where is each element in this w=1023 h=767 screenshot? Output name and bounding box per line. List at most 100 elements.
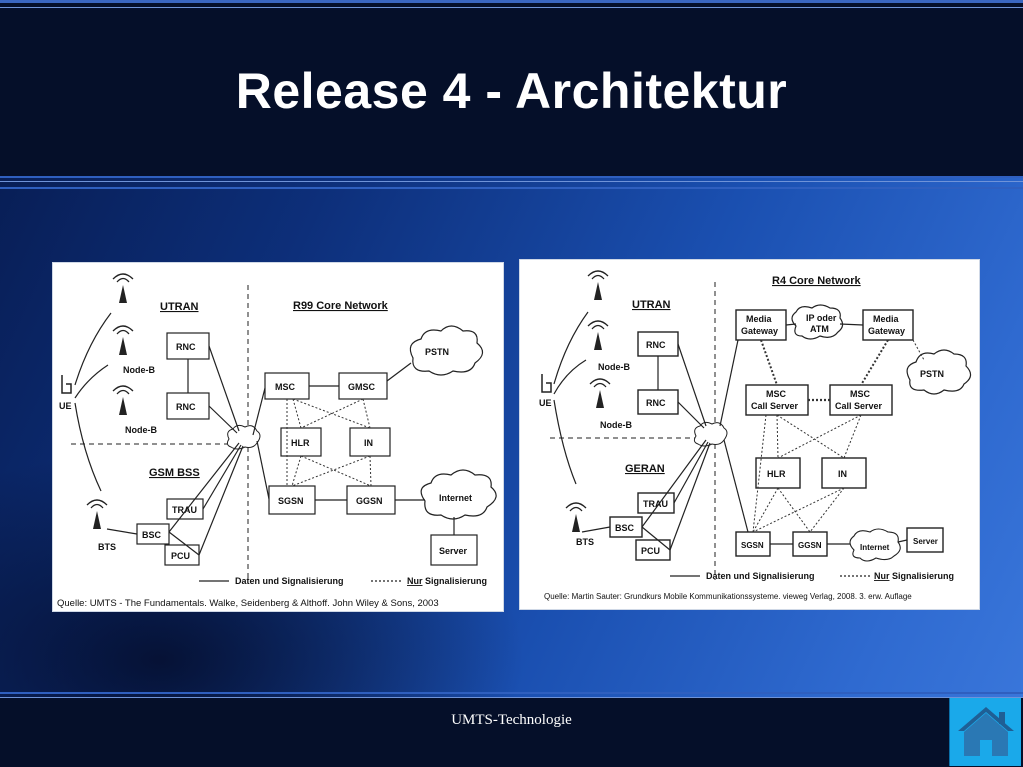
label-media-gateway: Media (746, 314, 773, 324)
divider-line (0, 697, 1023, 698)
label-server: Server (439, 546, 468, 556)
label-node-b: Node-B (600, 420, 632, 430)
phone-icon (541, 374, 552, 393)
label-gmsc: GMSC (348, 382, 376, 392)
label-ip-atm: ATM (810, 324, 829, 334)
label-hlr: HLR (291, 438, 310, 448)
label-internet: Internet (860, 543, 890, 552)
label-in: IN (364, 438, 373, 448)
heading-utran: UTRAN (632, 299, 671, 311)
label-rnc: RNC (176, 342, 196, 352)
heading-gsm-bss: GSM BSS (149, 467, 200, 479)
legend-nur: Nur (874, 571, 890, 581)
heading-utran: UTRAN (160, 301, 199, 313)
node-gmsc (338, 372, 388, 400)
label-sgsn: SGSN (278, 496, 304, 506)
cloud-icon (693, 421, 728, 447)
radio-links (553, 311, 589, 485)
label-bts: BTS (98, 542, 116, 552)
node-rnc (637, 389, 679, 415)
label-ggsn: GGSN (798, 541, 822, 550)
diagram-r99-svg: UTRAN R99 Core Network GSM BSS Node-B N (57, 273, 497, 609)
label-media-gateway: Media (873, 314, 900, 324)
label-media-gateway: Gateway (741, 326, 778, 336)
node-sgsn (268, 485, 316, 515)
home-icon (958, 707, 1014, 756)
legend-nur: Nur (407, 576, 423, 586)
label-trau: TRAU (172, 505, 197, 515)
phone-icon (61, 375, 72, 394)
label-msc: MSC (275, 382, 296, 392)
label-bts: BTS (576, 537, 594, 547)
legend-dotted: Signalisierung (425, 576, 487, 586)
label-pstn: PSTN (425, 347, 449, 357)
antenna-icon (86, 499, 108, 529)
data-links (106, 345, 455, 556)
header-top-line (0, 7, 1023, 8)
divider-line (0, 176, 1023, 178)
data-links (581, 323, 908, 551)
cloud-icon (906, 349, 972, 395)
diagram-r4-svg: UTRAN R4 Core Network GERAN Node-B Node-… (539, 270, 972, 601)
label-media-gateway: Gateway (868, 326, 905, 336)
label-trau: TRAU (643, 499, 668, 509)
label-msc-call-server: MSC (850, 389, 871, 399)
diagram-r99: UTRAN R99 Core Network GSM BSS Node-B N (52, 262, 504, 612)
divider-line (0, 181, 1023, 182)
label-sgsn: SGSN (741, 541, 764, 550)
signalling-links (286, 398, 372, 487)
label-server: Server (913, 537, 938, 546)
node-msc-call-server (745, 384, 809, 416)
label-rnc: RNC (646, 340, 666, 350)
cloud-icon (420, 469, 497, 520)
label-node-b: Node-B (123, 365, 155, 375)
source-caption: Quelle: Martin Sauter: Grundkurs Mobile … (544, 592, 912, 601)
label-internet: Internet (439, 493, 472, 503)
node-msc (264, 372, 310, 400)
label-ip-atm: IP oder (806, 313, 837, 323)
legend-solid: Daten und Signalisierung (235, 576, 344, 586)
label-msc-call-server: Call Server (751, 401, 799, 411)
antenna-icon (112, 325, 134, 355)
node-media-gateway (862, 309, 914, 341)
node-server (430, 534, 478, 566)
cloud-icon (409, 325, 484, 376)
label-ue: UE (59, 401, 72, 411)
label-hlr: HLR (767, 469, 786, 479)
source-caption: Quelle: UMTS - The Fundamentals. Walke, … (57, 598, 439, 609)
antenna-icon (112, 385, 134, 415)
antenna-icon (565, 502, 587, 532)
diagram-r4: UTRAN R4 Core Network GERAN Node-B Node-… (519, 259, 980, 610)
cloud-icon (791, 304, 844, 340)
divider-line (0, 692, 1023, 694)
node-server (906, 527, 944, 553)
legend-solid: Daten und Signalisierung (706, 571, 815, 581)
legend-dotted: Signalisierung (892, 571, 954, 581)
label-bsc: BSC (615, 523, 635, 533)
label-pstn: PSTN (920, 369, 944, 379)
label-in: IN (838, 469, 847, 479)
home-button[interactable] (949, 698, 1021, 766)
label-pcu: PCU (171, 551, 190, 561)
radio-links (74, 312, 112, 492)
heading-geran: GERAN (625, 463, 665, 475)
label-pcu: PCU (641, 546, 660, 556)
label-rnc: RNC (646, 398, 666, 408)
footer-text: UMTS-Technologie (451, 712, 572, 728)
heading-core-network: R99 Core Network (293, 300, 389, 312)
label-node-b: Node-B (125, 425, 157, 435)
divider-line (0, 187, 1023, 189)
label-ue: UE (539, 398, 552, 408)
label-rnc: RNC (176, 402, 196, 412)
label-msc-call-server: Call Server (835, 401, 883, 411)
heading-core-network: R4 Core Network (772, 275, 862, 287)
header-bar (0, 0, 1023, 176)
label-msc-call-server: MSC (766, 389, 787, 399)
label-ggsn: GGSN (356, 496, 383, 506)
slide-title: Release 4 - Architektur (235, 63, 788, 119)
antenna-icon (112, 273, 134, 303)
antenna-icon (589, 378, 611, 408)
antenna-icon (587, 320, 609, 350)
footer-bar (0, 697, 1023, 767)
